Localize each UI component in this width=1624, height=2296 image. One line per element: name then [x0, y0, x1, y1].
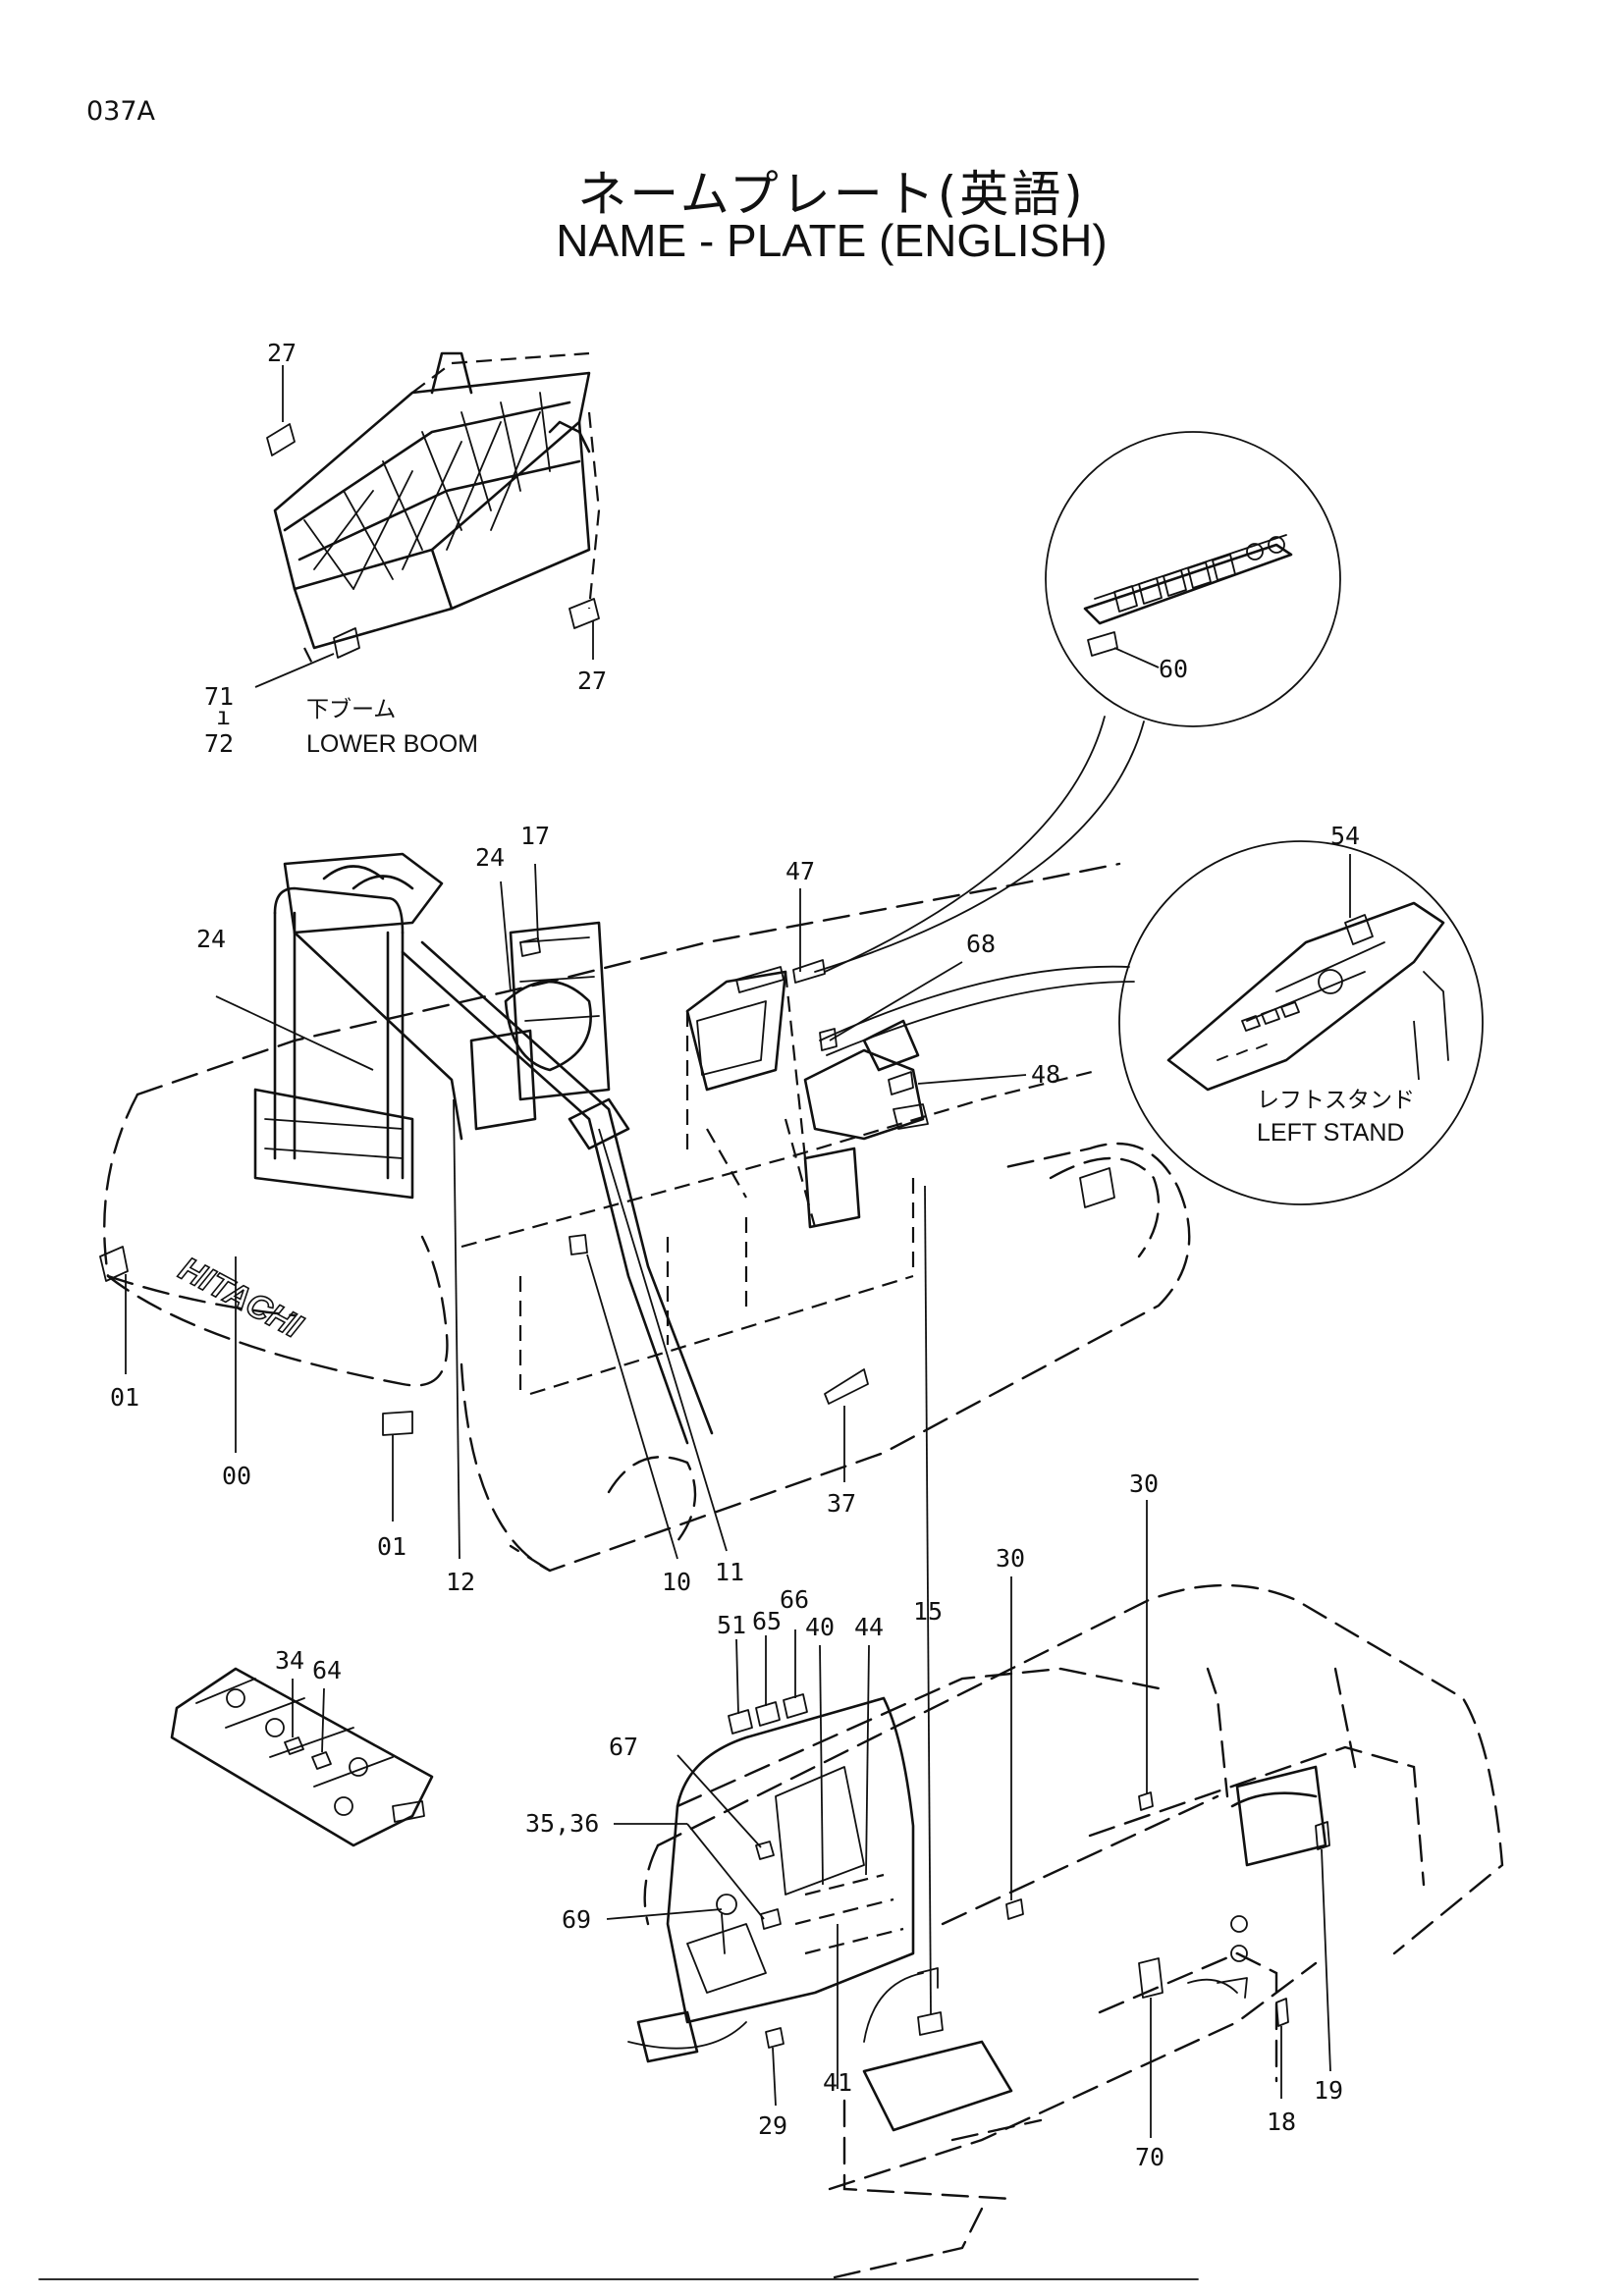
bracket-detail — [170, 1667, 434, 1847]
callout-30-lower: 30 — [996, 1544, 1025, 1573]
callout-48: 48 — [1031, 1060, 1060, 1089]
page-code: 037A — [86, 96, 156, 127]
detail-leader-gauges — [824, 716, 1106, 973]
detail-circle-left-stand — [1118, 840, 1484, 1205]
lower-boom-drawing — [266, 351, 601, 668]
callout-60: 60 — [1159, 655, 1188, 683]
crane-upper-body: HITACHI — [99, 852, 1191, 1573]
callout-01-front: 01 — [377, 1532, 406, 1561]
callout-24-upper: 24 — [475, 843, 505, 872]
detail-leader-stand — [819, 965, 1130, 1041]
callout-37: 37 — [827, 1489, 856, 1518]
callout-70: 70 — [1135, 2143, 1164, 2171]
callout-29: 29 — [758, 2111, 787, 2140]
caption-left-stand-jp: レフトスタンド — [1257, 1088, 1415, 1113]
callout-10: 10 — [662, 1568, 691, 1596]
callout-65: 65 — [752, 1607, 782, 1635]
callout-66: 66 — [780, 1585, 809, 1614]
callout-range-dash: ı — [216, 702, 231, 730]
callout-24-left: 24 — [196, 925, 226, 953]
title-japanese: ネームプレート(英語) — [577, 166, 1086, 223]
callout-12: 12 — [446, 1568, 475, 1596]
brand-hitachi: HITACHI — [173, 1251, 309, 1347]
callout-67: 67 — [609, 1733, 638, 1761]
callout-51: 51 — [717, 1611, 746, 1639]
callout-15: 15 — [913, 1597, 943, 1626]
upper-structure-view — [627, 1583, 1504, 2279]
callout-17: 17 — [520, 822, 550, 850]
callout-41: 41 — [823, 2068, 852, 2097]
callout-19: 19 — [1314, 2076, 1343, 2105]
callout-69: 69 — [562, 1905, 591, 1934]
callout-72: 72 — [204, 729, 234, 758]
callout-68: 68 — [966, 930, 996, 958]
caption-left-stand-en: LEFT STAND — [1257, 1119, 1405, 1147]
callout-34: 34 — [275, 1646, 304, 1675]
callout-27-lower: 27 — [577, 667, 607, 695]
callout-40: 40 — [805, 1613, 835, 1641]
callout-00: 00 — [222, 1462, 251, 1490]
caption-lower-boom-en: LOWER BOOM — [306, 730, 478, 758]
detail-circle-gauges — [1045, 431, 1341, 727]
callout-71: 71 — [204, 682, 234, 711]
callout-11: 11 — [715, 1558, 744, 1586]
callout-18: 18 — [1267, 2108, 1296, 2136]
callout-35-36: 35,36 — [525, 1809, 599, 1838]
callout-47: 47 — [785, 857, 815, 885]
detail-leader-gauges-b — [814, 721, 1145, 973]
callout-01-left: 01 — [110, 1383, 139, 1412]
title-english: NAME - PLATE (ENGLISH) — [556, 215, 1108, 266]
callout-44: 44 — [854, 1613, 884, 1641]
callout-30-upper: 30 — [1129, 1469, 1159, 1498]
callout-64: 64 — [312, 1656, 342, 1684]
callout-54: 54 — [1330, 822, 1360, 850]
callout-27-upper: 27 — [267, 339, 297, 367]
caption-lower-boom-jp: 下ブーム — [306, 697, 396, 722]
